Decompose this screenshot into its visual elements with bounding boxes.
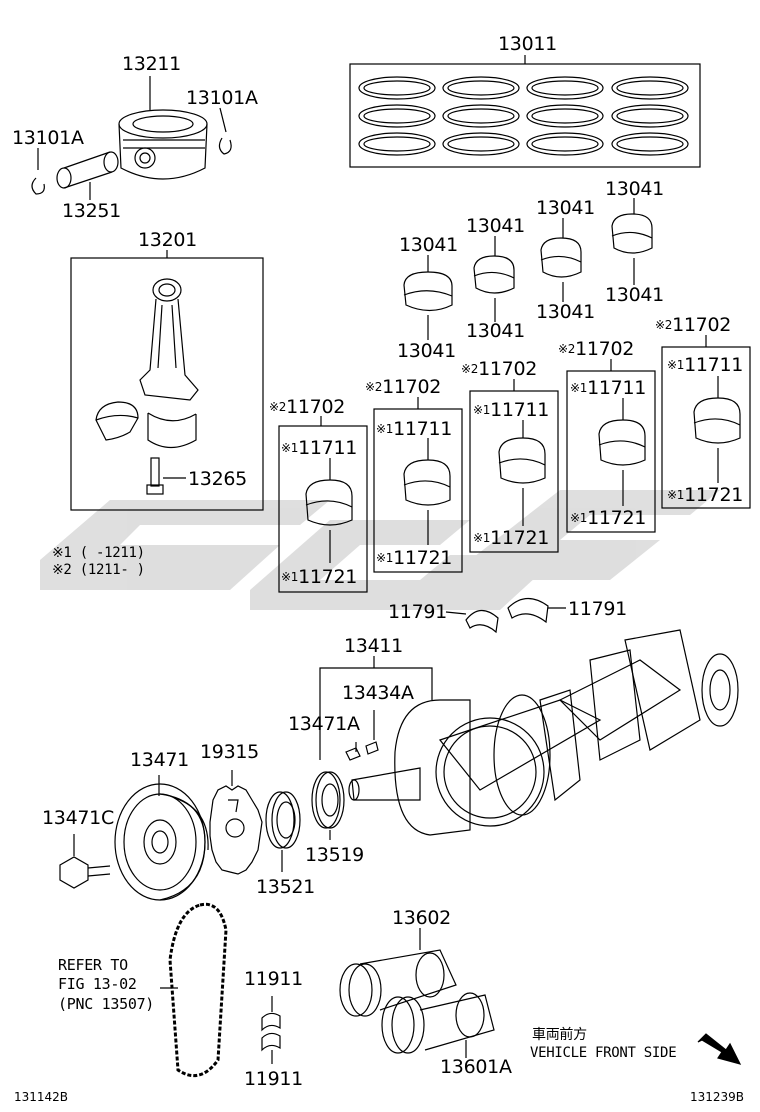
crankshaft xyxy=(348,629,739,836)
label-13601a: 13601A xyxy=(440,1056,512,1078)
label-13211: 13211 xyxy=(122,53,181,75)
label-13201: 13201 xyxy=(138,229,197,251)
thrust-washer-right xyxy=(507,597,549,624)
main-bearing-3 xyxy=(498,437,546,484)
front-direction-arrow xyxy=(697,1033,742,1065)
camshaft-upper xyxy=(339,949,457,1017)
label-11721-1: ※111721 xyxy=(281,566,358,588)
refer-line-3: (PNC 13507) xyxy=(58,995,155,1013)
bearing-13041-2 xyxy=(473,255,515,294)
label-11702-3: ※211702 xyxy=(461,358,538,380)
knock-pin-bottom xyxy=(261,1032,281,1052)
label-13471: 13471 xyxy=(130,749,189,771)
label-13041-h: 13041 xyxy=(605,284,664,306)
label-11702-2: ※211702 xyxy=(365,376,442,398)
label-19315: 19315 xyxy=(200,741,259,763)
piston xyxy=(118,109,208,180)
bearing-13041-4 xyxy=(611,213,653,254)
main-bearing-2 xyxy=(403,459,451,506)
label-11721-2: ※111721 xyxy=(376,547,453,569)
label-13101a-right: 13101A xyxy=(186,87,258,109)
label-13251: 13251 xyxy=(62,200,121,222)
crankshaft-pulley xyxy=(114,783,209,901)
label-13521: 13521 xyxy=(256,876,315,898)
crank-sprocket-13519 xyxy=(311,771,345,829)
label-13041-b: 13041 xyxy=(397,340,456,362)
label-11911-bottom: 11911 xyxy=(244,1068,303,1090)
piston-ring-set xyxy=(358,76,689,156)
label-11711-1: ※111711 xyxy=(281,437,358,459)
label-13041-c: 13041 xyxy=(466,215,525,237)
label-13101a-left: 13101A xyxy=(12,127,84,149)
direction-en: VEHICLE FRONT SIDE xyxy=(530,1045,677,1061)
conrod-bearing xyxy=(95,401,139,441)
watermark-logo xyxy=(40,490,720,610)
label-13265: 13265 xyxy=(188,468,247,490)
snap-ring-left xyxy=(31,177,45,195)
crank-key-b xyxy=(365,741,379,755)
pulley-bolt xyxy=(59,856,111,889)
label-11721-5: ※111721 xyxy=(667,484,744,506)
label-11702-1: ※211702 xyxy=(269,396,346,418)
label-13411: 13411 xyxy=(344,635,403,657)
figure-code-right: 131239B xyxy=(690,1090,745,1104)
label-11702-4: ※211702 xyxy=(558,338,635,360)
label-11711-4: ※111711 xyxy=(570,377,647,399)
label-13519: 13519 xyxy=(305,844,364,866)
label-13011: 13011 xyxy=(498,33,557,55)
label-13471a: 13471A xyxy=(288,713,360,735)
note-1: ※1 ( -1211) xyxy=(52,545,145,561)
camshaft-lower xyxy=(381,992,495,1054)
piston-pin xyxy=(56,151,119,189)
main-bearing-5 xyxy=(693,397,741,444)
refer-line-2: FIG 13-02 xyxy=(58,975,137,993)
label-11711-3: ※111711 xyxy=(473,399,550,421)
label-13041-g: 13041 xyxy=(605,178,664,200)
thrust-washer-left xyxy=(465,609,499,634)
crank-sprocket-13521 xyxy=(265,791,301,849)
main-bearing-1 xyxy=(305,479,353,526)
refer-line-1: REFER TO xyxy=(58,956,128,974)
timing-chain xyxy=(168,902,228,1078)
label-13041-d: 13041 xyxy=(466,320,525,342)
knock-pin-top xyxy=(261,1012,281,1032)
bearing-13041-1 xyxy=(403,271,453,312)
bearing-13041-3 xyxy=(540,237,582,278)
timing-rotor-sprocket xyxy=(209,785,263,875)
main-bearing-4 xyxy=(598,419,646,466)
label-11721-3: ※111721 xyxy=(473,527,550,549)
conrod-bolt xyxy=(146,457,164,495)
direction-jp: 車両前方 xyxy=(532,1027,587,1043)
label-11702-5: ※211702 xyxy=(655,314,732,336)
figure-code-left: 131142B xyxy=(14,1090,69,1104)
label-13041-a: 13041 xyxy=(399,234,458,256)
label-13602: 13602 xyxy=(392,907,451,929)
label-13041-f: 13041 xyxy=(536,301,595,323)
label-11711-2: ※111711 xyxy=(376,418,453,440)
label-13041-e: 13041 xyxy=(536,197,595,219)
label-11721-4: ※111721 xyxy=(570,507,647,529)
label-13434a: 13434A xyxy=(342,682,414,704)
label-11791-right: 11791 xyxy=(568,598,627,620)
note-2: ※2 (1211- ) xyxy=(52,562,145,578)
crank-key-a xyxy=(345,747,361,761)
connecting-rod xyxy=(139,278,199,449)
main-bearing-box-1 xyxy=(278,425,368,593)
label-13471c: 13471C xyxy=(42,807,114,829)
label-11711-5: ※111711 xyxy=(667,354,744,376)
label-11791-left: 11791 xyxy=(388,601,447,623)
label-11911-top: 11911 xyxy=(244,968,303,990)
snap-ring-right xyxy=(218,137,232,155)
